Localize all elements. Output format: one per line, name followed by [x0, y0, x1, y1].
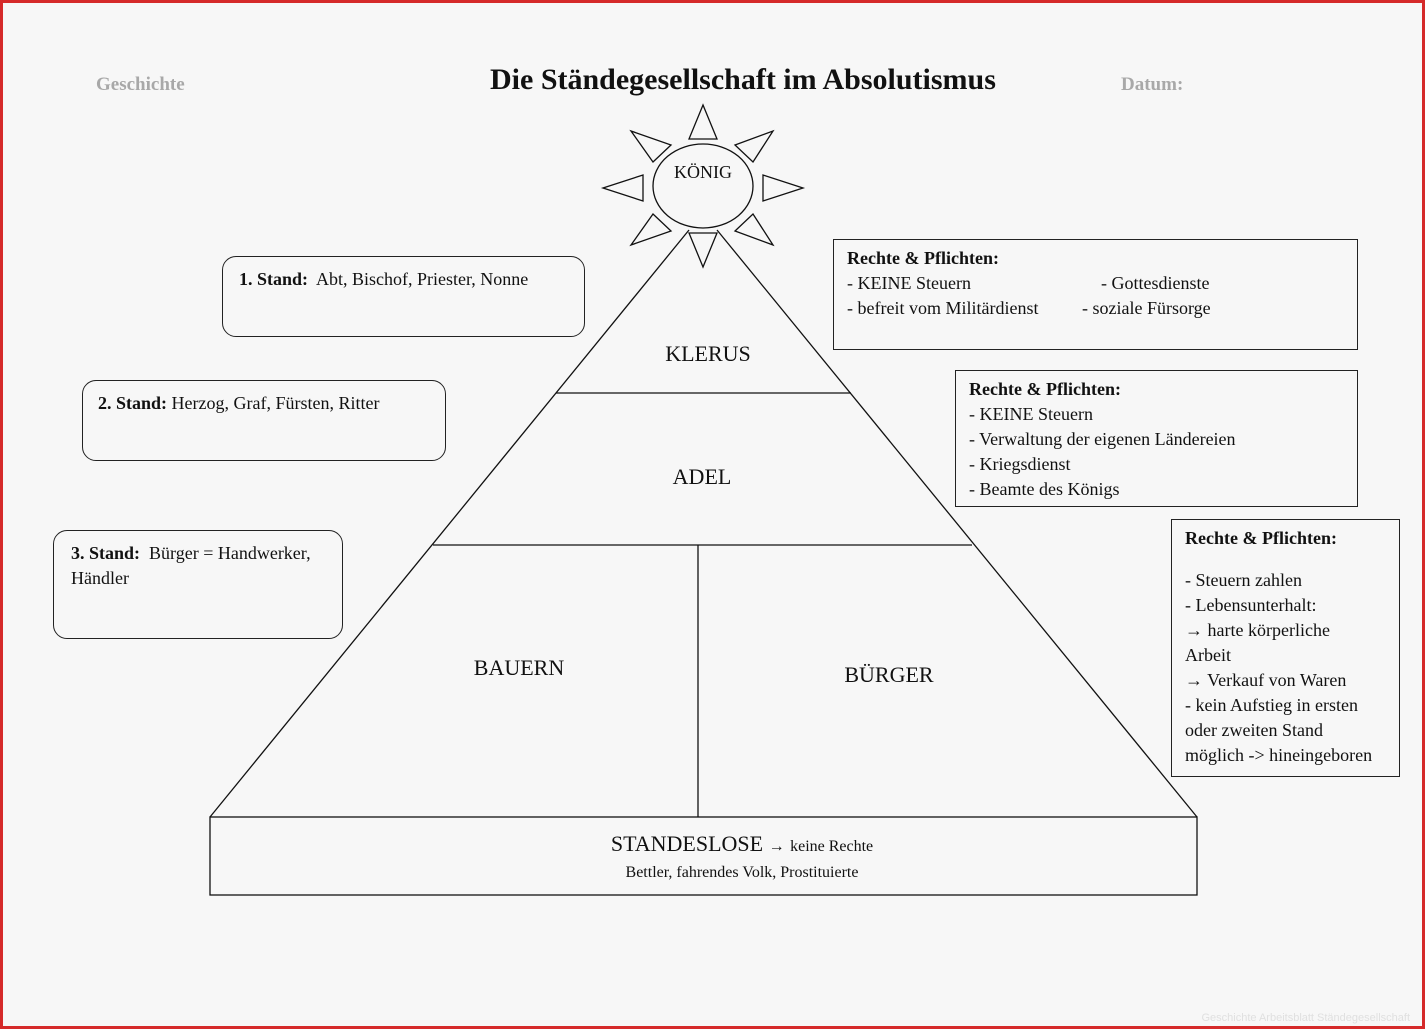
buerger-right-item: - Steuern zahlen — [1185, 570, 1302, 590]
buerger-right-item: oder zweiten Stand — [1185, 720, 1323, 740]
standeslose-note: keine Rechte — [790, 838, 874, 855]
first-estate-label: 1. Stand: — [239, 269, 309, 289]
third-estate-text-2: Händler — [71, 568, 129, 588]
arrow-right-icon: → — [768, 838, 785, 855]
second-estate-box: 2. Stand: Herzog, Graf, Fürsten, Ritter — [82, 380, 446, 461]
buerger-right-item: → harte körperliche — [1185, 620, 1330, 640]
sun-ray-icon — [688, 103, 718, 140]
klerus-label: KLERUS — [665, 341, 751, 366]
sun-ray-icon — [600, 174, 644, 202]
klerus-right-item: - KEINE Steuern — [847, 273, 971, 293]
buerger-right-item: - kein Aufstieg in ersten — [1185, 695, 1358, 715]
pyramid-right-edge — [716, 229, 1198, 818]
klerus-right-item: - Gottesdienste — [1101, 273, 1210, 293]
page-title: Die Ständegesellschaft im Absolutismus — [490, 63, 996, 96]
second-estate-text: Herzog, Graf, Fürsten, Ritter — [171, 393, 380, 413]
sun-ray-icon — [629, 213, 673, 247]
third-estate-box: 3. Stand: Bürger = Handwerker, Händler — [53, 530, 343, 639]
pyramid-diagram — [209, 103, 1198, 896]
bauern-label: BAUERN — [473, 655, 565, 680]
klerus-right-item: - befreit vom Militärdienst — [847, 298, 1039, 318]
klerus-rights-heading: Rechte & Pflichten: — [847, 248, 999, 268]
adel-right-item: - KEINE Steuern — [969, 404, 1093, 424]
third-estate-label: 3. Stand: — [71, 543, 141, 563]
buerger-rights-box: Rechte & Pflichten: - Steuern zahlen - L… — [1171, 519, 1400, 777]
sun-ray-icon — [762, 174, 806, 202]
first-estate-text: Abt, Bischof, Priester, Nonne — [316, 269, 529, 289]
king-label: KÖNIG — [674, 162, 732, 182]
adel-label: ADEL — [672, 464, 732, 489]
adel-right-item: - Kriegsdienst — [969, 454, 1071, 474]
adel-right-item: - Beamte des Königs — [969, 479, 1120, 499]
first-estate-box: 1. Stand: Abt, Bischof, Priester, Nonne — [222, 256, 585, 337]
king-circle — [652, 143, 754, 229]
adel-rights-box: Rechte & Pflichten: - KEINE Steuern - Ve… — [955, 370, 1358, 507]
klerus-rights-box: Rechte & Pflichten: - KEINE Steuern - Go… — [833, 239, 1358, 350]
buerger-right-item: Arbeit — [1185, 645, 1231, 665]
date-label: Datum: — [1121, 74, 1184, 95]
sun-ray-icon — [629, 129, 673, 163]
sun-ray-icon — [688, 232, 718, 269]
sun-ray-icon — [733, 129, 775, 164]
klerus-right-item: - soziale Fürsorge — [1082, 298, 1211, 318]
adel-right-item: - Verwaltung der eigenen Ländereien — [969, 429, 1236, 449]
watermark: Geschichte Arbeitsblatt Ständegesellscha… — [1201, 1012, 1410, 1024]
buerger-right-item: → Verkauf von Waren — [1185, 670, 1347, 690]
standeslose-box — [209, 816, 1198, 896]
standeslose-title: STANDESLOSE — [610, 831, 764, 856]
subject-label: Geschichte — [96, 74, 185, 95]
pyramid-left-edge — [209, 229, 690, 818]
buerger-right-item: möglich -> hineingeboren — [1185, 745, 1373, 765]
second-estate-label: 2. Stand: — [98, 393, 168, 413]
standeslose-members: Bettler, fahrendes Volk, Prostituierte — [625, 864, 859, 881]
sun-ray-icon — [733, 212, 775, 247]
buerger-rights-heading: Rechte & Pflichten: — [1185, 528, 1337, 548]
standeslose-heading: STANDESLOSE → keine Rechte — [611, 831, 873, 857]
buerger-right-item: - Lebensunterhalt: — [1185, 595, 1317, 615]
third-estate-text-1: Bürger = Handwerker, — [149, 543, 311, 563]
adel-rights-heading: Rechte & Pflichten: — [969, 379, 1121, 399]
buerger-label: BÜRGER — [844, 662, 934, 687]
